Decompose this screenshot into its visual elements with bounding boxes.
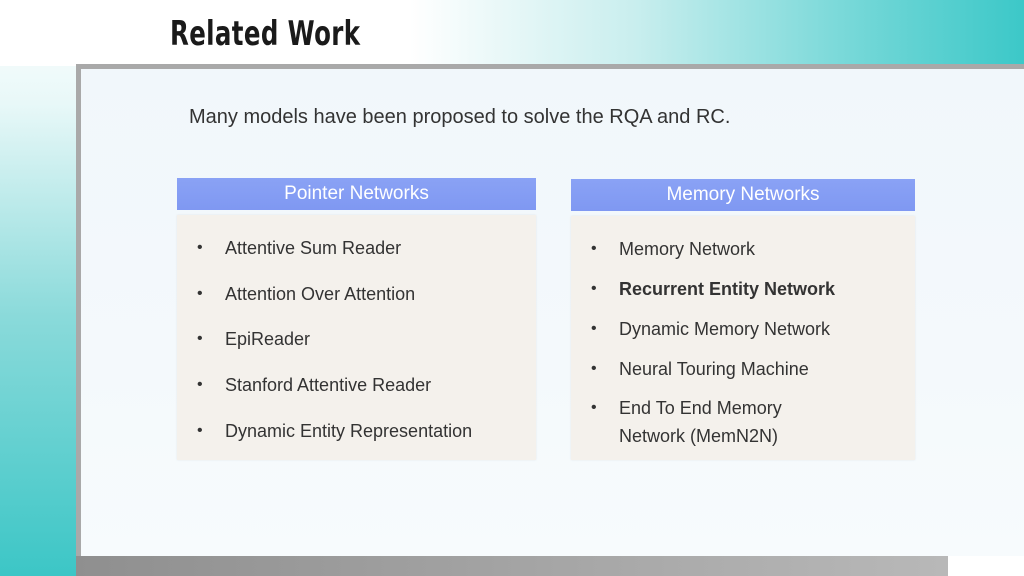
bullet: • (197, 330, 203, 347)
list-item-label: Dynamic Entity Representation (225, 421, 473, 441)
bullet: • (591, 360, 597, 377)
bullet: • (197, 285, 203, 302)
list-item-label: Memory Network (619, 239, 756, 259)
bottom-bar (76, 556, 948, 576)
list-item-label: Network (MemN2N) (619, 426, 779, 446)
list-item-label: Attention Over Attention (225, 284, 416, 304)
intro-text: Many models have been proposed to solve … (189, 106, 731, 128)
pointer-networks-card: • Attentive Sum Reader • Attention Over … (177, 215, 536, 460)
list-item-label: Stanford Attentive Reader (225, 375, 432, 395)
memory-networks-card: • Memory Network • Recurrent Entity Netw… (571, 216, 915, 460)
list-item-label-highlighted: Recurrent Entity Network (619, 279, 836, 299)
bullet: • (197, 376, 203, 393)
list-item-label: Attentive Sum Reader (225, 238, 402, 258)
bullet: • (197, 422, 203, 439)
pointer-networks-heading: Pointer Networks (177, 178, 536, 210)
bullet: • (591, 399, 597, 416)
list-item-label: Neural Touring Machine (619, 359, 809, 379)
list-item-label: Dynamic Memory Network (619, 319, 831, 339)
bullet: • (591, 280, 597, 297)
slide-title: Related Work (170, 14, 361, 54)
list-item-label: EpiReader (225, 329, 311, 349)
background-left-gradient (0, 0, 80, 576)
bullet: • (197, 239, 203, 256)
bullet: • (591, 240, 597, 257)
background-top-gradient (0, 0, 1024, 66)
bullet: • (591, 320, 597, 337)
list-item-label: End To End Memory (619, 398, 782, 418)
memory-networks-heading: Memory Networks (571, 179, 915, 211)
